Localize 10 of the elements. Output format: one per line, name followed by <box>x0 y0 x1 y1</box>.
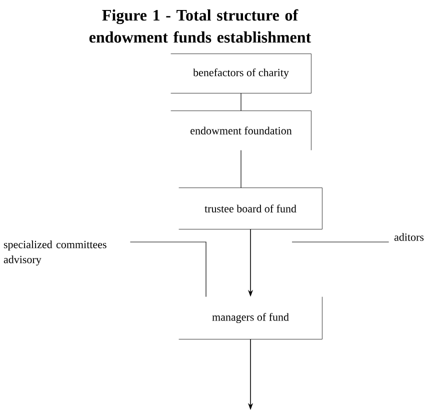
process-box: managers of fund <box>178 296 322 340</box>
process-box: endowment foundation <box>170 110 312 150</box>
text-label: specialized committees advisory <box>4 240 106 266</box>
figure-title: Figure 1 - Total structure of endowment funds establishment <box>89 9 312 43</box>
connector-line <box>240 150 242 188</box>
connector-line <box>240 92 242 112</box>
process-box: trustee board of fund <box>178 188 322 230</box>
text-label: aditors <box>394 233 424 241</box>
connector-line <box>130 242 206 298</box>
process-box: benefactors of charity <box>170 54 312 94</box>
